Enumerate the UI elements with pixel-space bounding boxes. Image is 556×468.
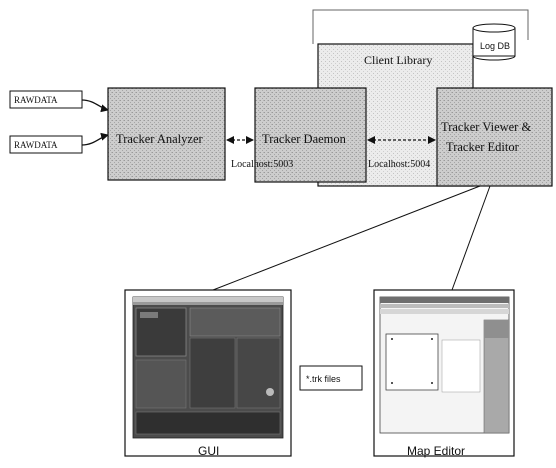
tracker-daemon-box bbox=[254, 87, 367, 183]
log-loop-line bbox=[312, 9, 529, 44]
port-5004-label: Localhost:5004 bbox=[368, 159, 430, 170]
tracker-viewer-box bbox=[436, 87, 553, 187]
rawdata-input-1: RAWDATA bbox=[9, 90, 83, 109]
gui-caption: GUI bbox=[198, 444, 219, 458]
map-editor-screenshot: Map Editor bbox=[373, 289, 515, 458]
rawdata-input-2: RAWDATA bbox=[9, 135, 83, 154]
tracker-analyzer-label: Tracker Analyzer bbox=[116, 132, 203, 146]
rawdata-label-2: RAWDATA bbox=[14, 140, 58, 150]
rawdata-arrow-1 bbox=[81, 99, 109, 113]
trk-files-label: *.trk files bbox=[306, 374, 341, 384]
log-db-cylinder: Log DB bbox=[472, 23, 516, 61]
gui-screenshot: GUI bbox=[124, 289, 292, 458]
viewer-to-map-editor-line bbox=[451, 185, 491, 291]
rawdata-arrow-2 bbox=[81, 132, 109, 146]
rawdata-label-1: RAWDATA bbox=[14, 95, 58, 105]
tracker-daemon-label: Tracker Daemon bbox=[262, 132, 347, 146]
viewer-to-gui-line bbox=[212, 185, 481, 291]
client-library-label: Client Library bbox=[364, 53, 432, 67]
map-editor-caption: Map Editor bbox=[407, 444, 465, 458]
trk-files-box: *.trk files bbox=[299, 365, 363, 391]
tracker-viewer-label-2: Tracker Editor bbox=[446, 140, 520, 154]
tracker-analyzer-box bbox=[107, 87, 226, 181]
log-db-label: Log DB bbox=[480, 41, 510, 51]
port-5003-label: Localhost:5003 bbox=[231, 159, 293, 170]
tracker-viewer-label-1: Tracker Viewer & bbox=[441, 120, 531, 134]
